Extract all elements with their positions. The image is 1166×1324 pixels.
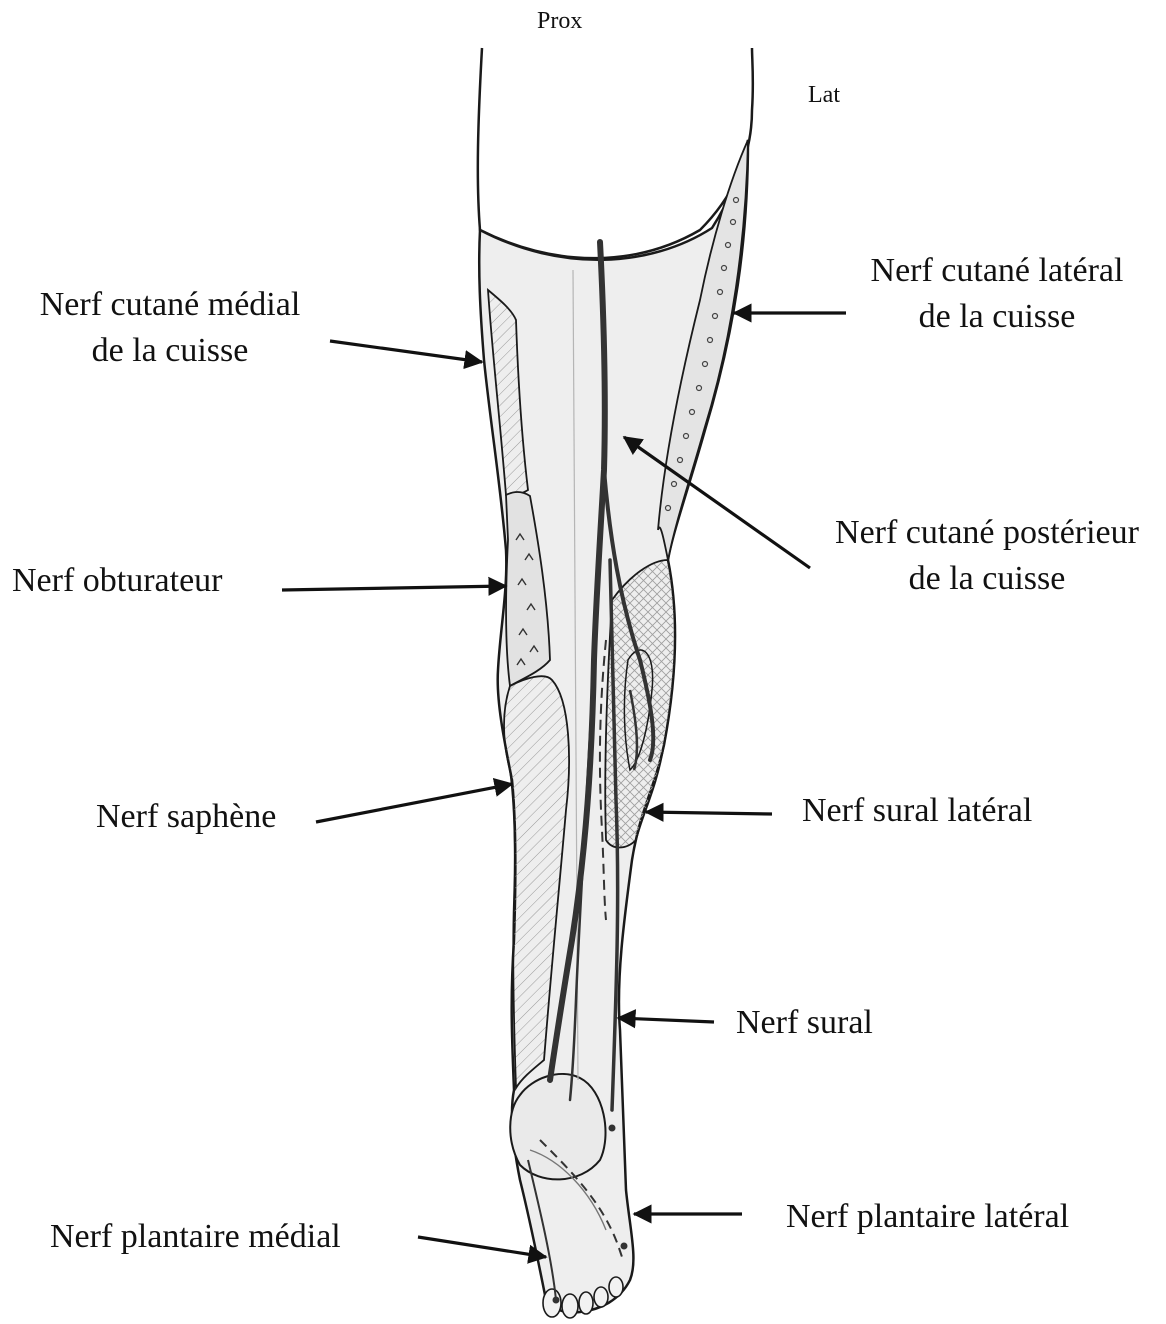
- label-medial-femoral-cutaneous-line2: de la cuisse: [20, 328, 320, 374]
- label-sural: Nerf sural: [736, 1000, 873, 1046]
- arrow-saphenous: [316, 784, 512, 822]
- label-posterior-femoral-cutaneous-line2: de la cuisse: [814, 556, 1160, 602]
- label-medial-femoral-cutaneous-line1: Nerf cutané médial: [20, 282, 320, 328]
- label-posterior-femoral-cutaneous-line1: Nerf cutané postérieur: [814, 510, 1160, 556]
- orientation-lat: Lat: [808, 80, 840, 110]
- arrow-lateral-sural: [646, 812, 772, 814]
- label-posterior-femoral-cutaneous: Nerf cutané postérieur de la cuisse: [814, 510, 1160, 602]
- arrow-medial-femoral-cutaneous: [330, 341, 482, 362]
- label-obturator: Nerf obturateur: [12, 558, 223, 604]
- label-saphenous: Nerf saphène: [96, 794, 276, 840]
- label-lateral-femoral-cutaneous-line2: de la cuisse: [852, 294, 1142, 340]
- arrow-obturator: [282, 586, 506, 590]
- orientation-prox: Prox: [537, 6, 582, 36]
- label-medial-plantar: Nerf plantaire médial: [50, 1214, 341, 1260]
- arrow-medial-plantar: [418, 1237, 546, 1257]
- label-lateral-femoral-cutaneous: Nerf cutané latéral de la cuisse: [852, 248, 1142, 340]
- label-medial-femoral-cutaneous: Nerf cutané médial de la cuisse: [20, 282, 320, 374]
- heel-outline: [510, 1074, 605, 1179]
- arrow-sural: [618, 1018, 714, 1022]
- label-lateral-sural: Nerf sural latéral: [802, 788, 1032, 834]
- label-lateral-plantar: Nerf plantaire latéral: [786, 1194, 1069, 1240]
- label-lateral-femoral-cutaneous-line1: Nerf cutané latéral: [852, 248, 1142, 294]
